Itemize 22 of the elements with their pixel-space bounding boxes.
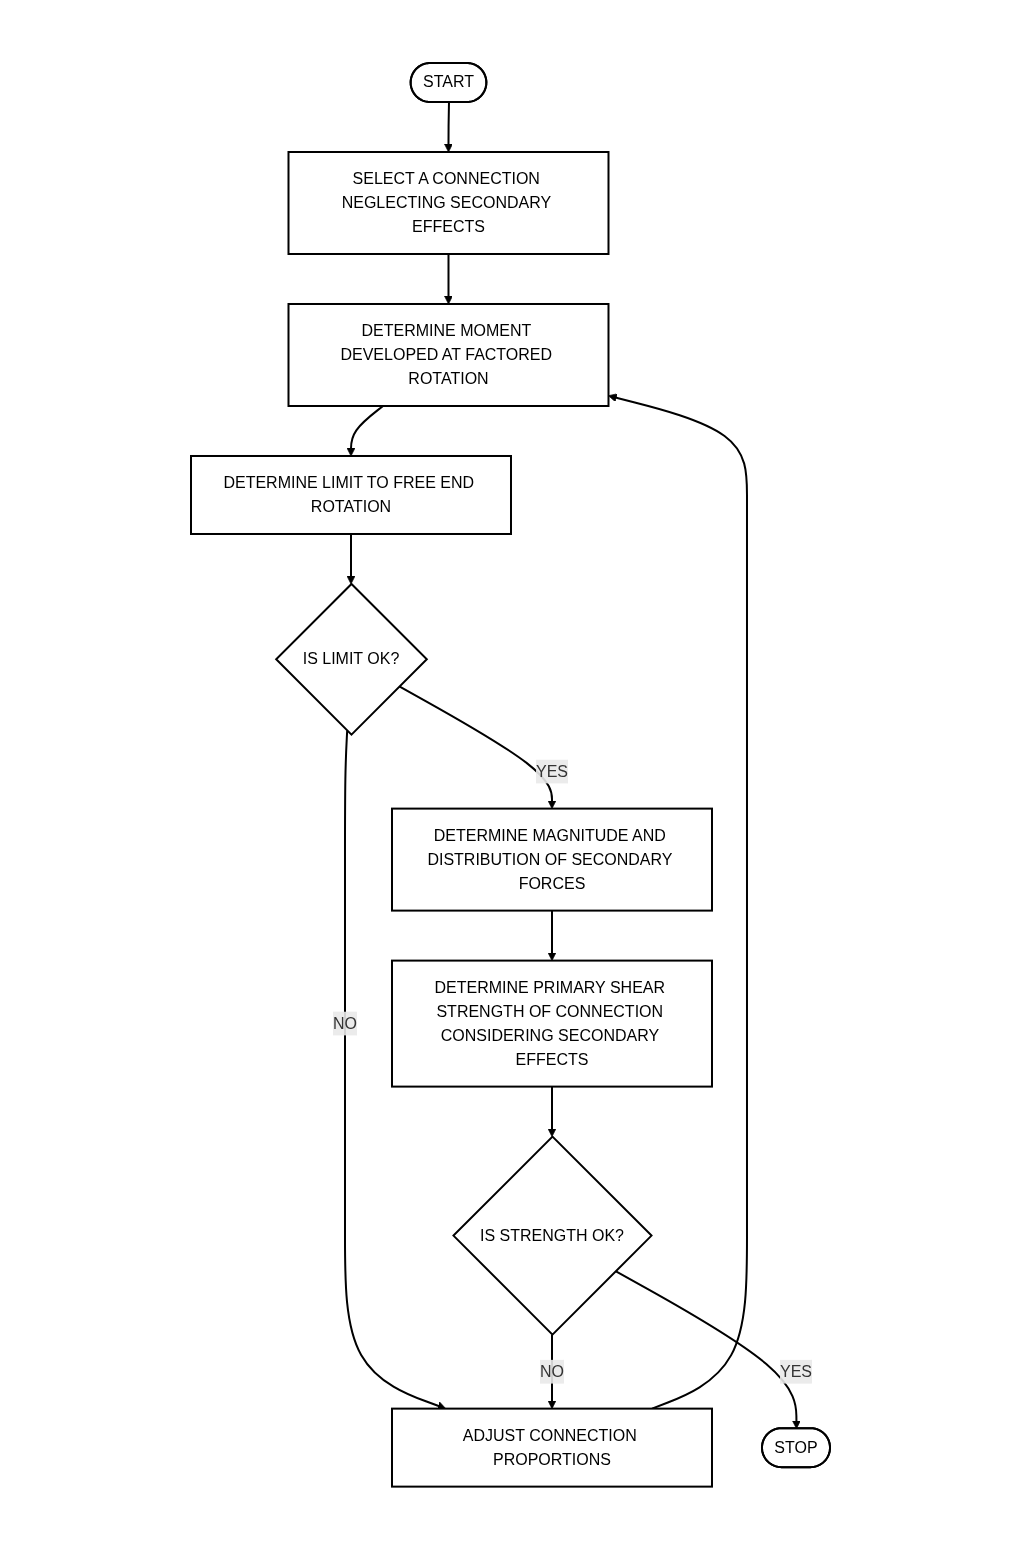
- edge-label: YES: [535, 762, 568, 780]
- arrow: [346, 532, 355, 585]
- node-diamond: IS STRENGTH OK?: [451, 1134, 653, 1336]
- node-box: DETERMINE PRIMARY SHEAR STRENGTH OF CONNECTION CONSIDERING SECONDARY EFFECTS: [390, 959, 713, 1088]
- node-diamond: IS LIMIT OK?: [274, 582, 428, 736]
- arrow: [547, 1333, 556, 1409]
- arrow: [443, 101, 453, 153]
- node-box: DETERMINE MOMENT DEVELOPED AT FACTORED ROTATION: [287, 302, 609, 407]
- arrow: [547, 1085, 556, 1137]
- node-box: ADJUST CONNECTION PROPORTIONS: [390, 1407, 713, 1488]
- arrow: [607, 393, 748, 1410]
- node-box: SELECT A CONNECTION NEGLECTING SECONDARY EFFECTS: [287, 150, 609, 255]
- edge-label: NO: [539, 1362, 564, 1380]
- arrow: [547, 909, 556, 961]
- arrow: [346, 404, 384, 457]
- arrow: [614, 1269, 801, 1429]
- edge-label: NO: [332, 1014, 357, 1032]
- arrow: [443, 252, 453, 305]
- node-box: DETERMINE LIMIT TO FREE END ROTATION: [189, 454, 512, 535]
- edge-label: YES: [779, 1362, 812, 1380]
- node-box: DETERMINE MAGNITUDE AND DISTRIBUTION OF SECONDARY FORCES: [390, 807, 713, 912]
- arrow: [397, 685, 556, 809]
